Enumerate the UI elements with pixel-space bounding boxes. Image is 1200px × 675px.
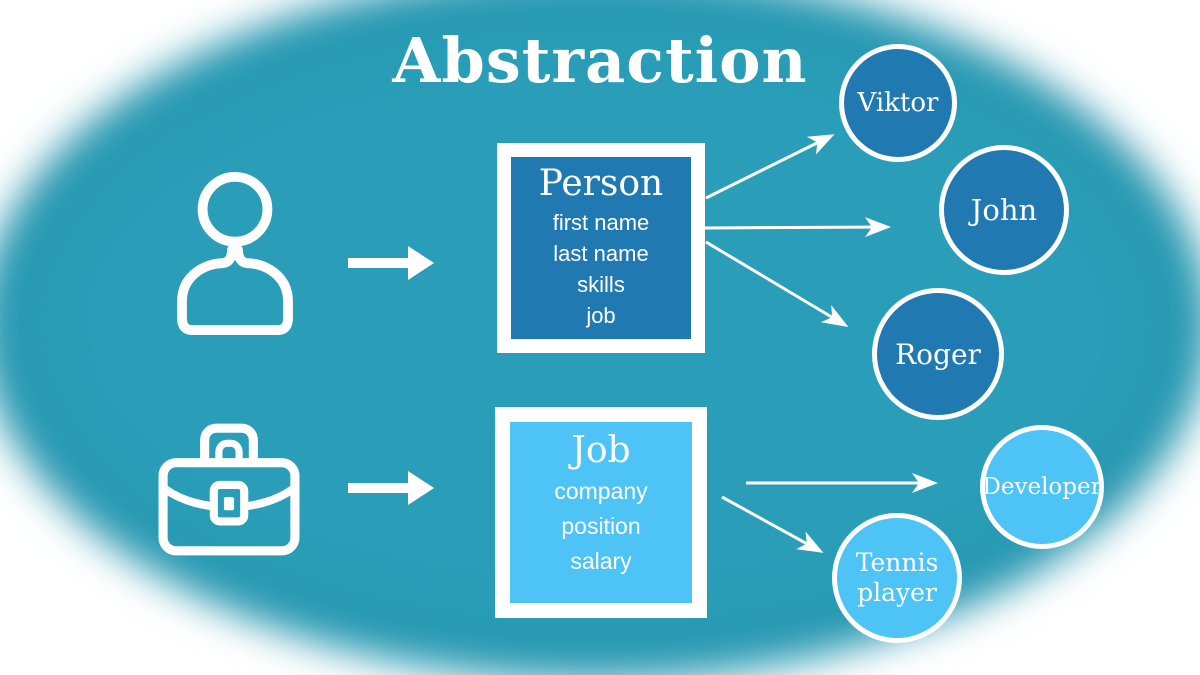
instance-circle-viktor: Viktor [839,44,957,162]
arrow-right-icon-class-to-viktor [705,134,835,200]
arrow-right-icon-briefcase-to-class [348,471,434,505]
instance-circle-tennis-player: Tennis player [832,513,962,643]
instance-circle-roger: Roger [872,288,1004,420]
instance-circle-developer: Developer [980,425,1104,549]
person-attribute-first-name: first name [552,210,650,235]
instance-label-tennis-player: Tennis player [855,548,939,607]
job-attribute-position: position [561,513,641,539]
instance-label-viktor: Viktor [857,88,939,118]
job-class-title: Job [571,430,631,471]
job-attribute-company: company [554,478,648,504]
job-class-box: Job company position salary [495,407,707,618]
diagram-title: Abstraction [392,24,808,97]
person-attribute-last-name: last name [553,241,649,266]
arrow-right-icon-class-to-john [703,217,891,238]
arrow-right-icon-class-to-tennis [721,495,824,553]
person-attribute-job: job [586,303,616,328]
person-class-box-inner: Person first name last name skills job [511,157,691,339]
person-attribute-skills: skills [577,272,625,297]
briefcase-icon [158,423,300,556]
arrow-right-icon-class-to-roger [705,240,849,328]
person-class-box: Person first name last name skills job [497,143,705,353]
job-attribute-salary: salary [570,548,632,574]
instance-label-roger: Roger [895,337,981,371]
instance-label-developer: Developer [982,474,1102,500]
person-icon [177,171,293,335]
instance-label-john: John [970,193,1038,227]
instance-circle-john: John [939,145,1069,275]
arrow-right-icon-person-to-class [348,246,434,280]
job-class-box-inner: Job company position salary [510,422,692,603]
person-class-title: Person [538,163,664,204]
